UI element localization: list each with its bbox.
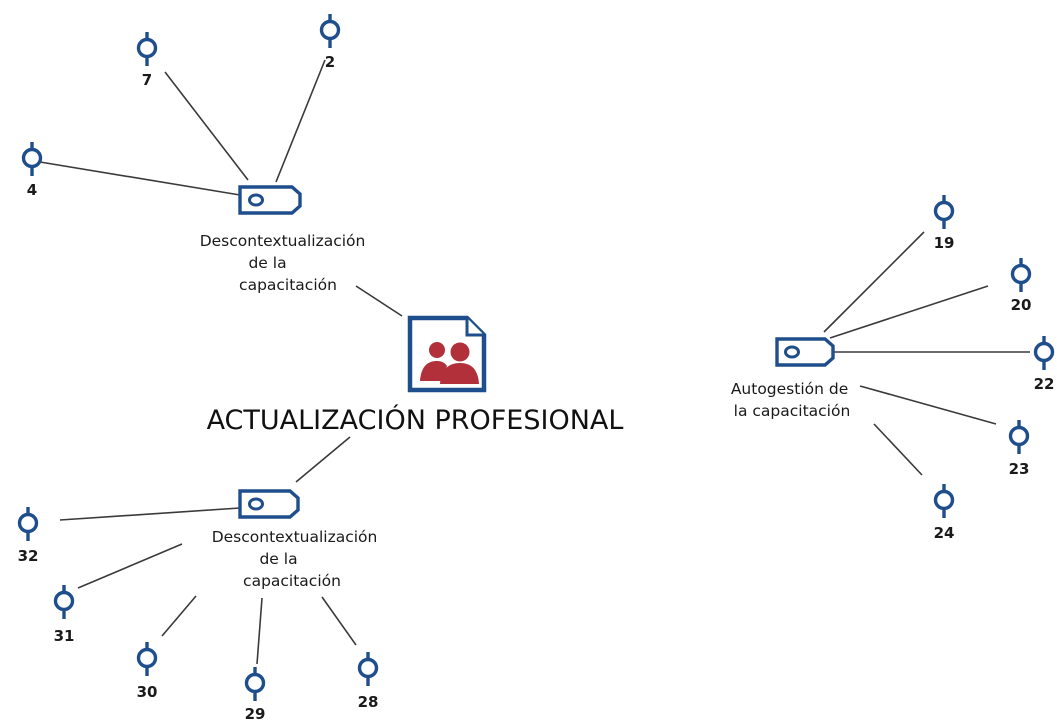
code-label-line: Autogestión de (731, 380, 848, 398)
document-number: 7 (142, 71, 152, 89)
edge-doc-31 (77, 543, 183, 589)
edges (39, 59, 1030, 665)
edge-top-to-main (355, 285, 403, 317)
document-node[interactable]: 23 (1009, 420, 1030, 478)
code-label-line: capacitación (239, 276, 337, 294)
main-code-title: ACTUALIZACIÓN PROFESIONAL (207, 404, 624, 436)
document-number: 28 (358, 693, 379, 711)
document-quote-icon (1033, 336, 1055, 370)
document-node[interactable]: 32 (18, 507, 39, 565)
edge-doc-2 (275, 59, 326, 183)
edge-doc-32 (59, 507, 241, 521)
code-label-top: Descontextualización de la capacitación (200, 232, 371, 294)
document-quote-icon (17, 507, 39, 541)
document-node[interactable]: 7 (136, 32, 158, 89)
code-label-right: Autogestión de la capacitación (731, 380, 853, 420)
document-quote-icon (136, 32, 158, 66)
code-node-bottom[interactable]: Descontextualización de la capacitación (212, 489, 383, 590)
edge-doc-28 (321, 596, 357, 646)
document-number: 30 (137, 683, 158, 701)
code-label-line: Descontextualización (200, 232, 366, 250)
code-tag-icon (238, 489, 300, 519)
document-number: 4 (27, 181, 37, 199)
main-code-node[interactable]: ACTUALIZACIÓN PROFESIONAL (207, 315, 624, 436)
code-label-line: la capacitación (734, 402, 851, 420)
document-quote-icon (136, 642, 158, 676)
code-label-line: de la (259, 550, 297, 568)
edge-doc-19 (823, 231, 925, 333)
document-quote-icon (244, 667, 266, 701)
document-node[interactable]: 20 (1011, 258, 1032, 314)
edge-doc-20 (829, 285, 989, 339)
edge-doc-23 (859, 385, 997, 425)
document-node[interactable]: 4 (21, 142, 43, 199)
document-node[interactable]: 2 (319, 14, 341, 71)
code-node-top[interactable]: Descontextualización de la capacitación (200, 185, 371, 294)
document-quote-icon (1008, 420, 1030, 454)
edge-doc-4 (39, 161, 241, 196)
document-quote-icon (1010, 258, 1032, 292)
document-number: 29 (245, 705, 266, 723)
document-number: 32 (18, 547, 39, 565)
document-number: 22 (1034, 375, 1055, 393)
document-number: 2 (325, 53, 335, 71)
edge-doc-29 (256, 597, 263, 665)
edge-doc-7 (164, 71, 249, 181)
document-quote-icon (933, 195, 955, 229)
document-node[interactable]: 28 (358, 652, 379, 711)
document-number: 20 (1011, 296, 1032, 314)
family-document-icon (407, 315, 487, 393)
code-label-line: Descontextualización (212, 528, 378, 546)
document-number: 24 (934, 524, 955, 542)
edge-main-to-bottom (295, 436, 351, 483)
document-node[interactable]: 24 (934, 484, 955, 542)
document-quote-icon (21, 142, 43, 176)
edge-doc-30 (161, 595, 197, 637)
document-number: 31 (54, 627, 75, 645)
document-quote-icon (357, 652, 379, 686)
document-quote-icon (53, 585, 75, 619)
code-label-bottom: Descontextualización de la capacitación (212, 528, 383, 590)
code-node-right[interactable]: Autogestión de la capacitación (731, 337, 853, 420)
document-quote-icon (319, 14, 341, 48)
document-number: 23 (1009, 460, 1030, 478)
document-quote-icon (933, 484, 955, 518)
edge-doc-24 (873, 423, 923, 476)
code-label-line: capacitación (243, 572, 341, 590)
code-tag-icon (775, 337, 835, 367)
document-node[interactable]: 30 (137, 642, 158, 701)
document-node[interactable]: 22 (1034, 336, 1055, 393)
document-node[interactable]: 19 (934, 195, 955, 252)
document-number: 19 (934, 234, 955, 252)
document-node[interactable]: 31 (54, 585, 75, 645)
document-node[interactable]: 29 (245, 667, 266, 723)
code-tag-icon (238, 185, 302, 215)
code-label-line: de la (248, 254, 286, 272)
